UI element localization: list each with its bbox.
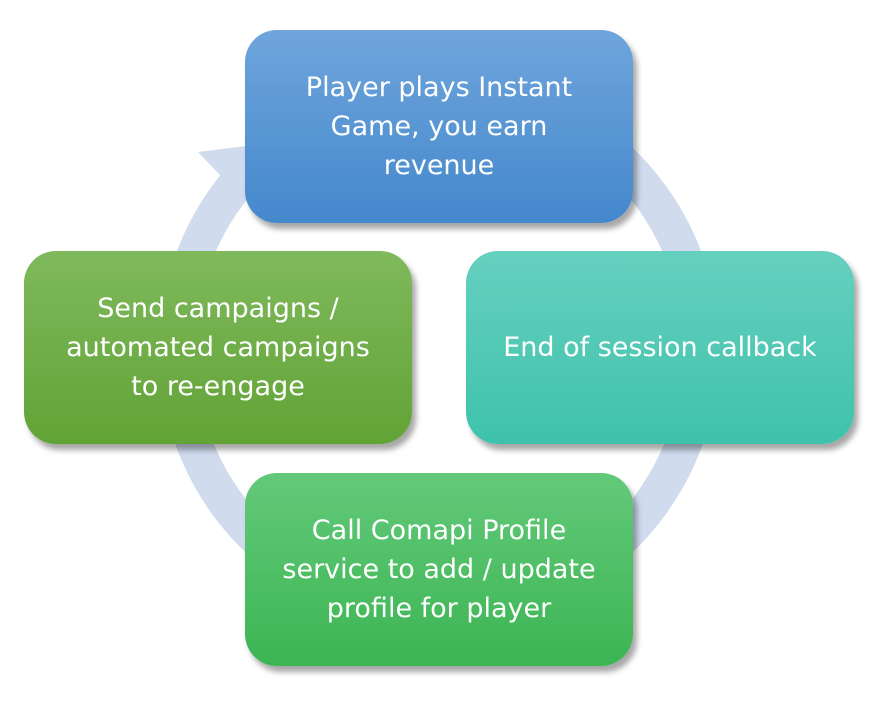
step-label: Player plays Instant Game, you earn reve… xyxy=(305,72,573,181)
arrowhead-icon xyxy=(198,146,246,196)
step-label: Call Comapi Profile service to add / upd… xyxy=(282,515,596,624)
step-call-profile-service: Call Comapi Profile service to add / upd… xyxy=(245,473,633,666)
step-end-session-callback: End of session callback xyxy=(466,251,854,444)
step-label: End of session callback xyxy=(503,332,817,363)
step-label: Send campaigns / automated campaigns to … xyxy=(66,293,370,402)
step-send-campaigns: Send campaigns / automated campaigns to … xyxy=(24,251,412,444)
step-play-game: Player plays Instant Game, you earn reve… xyxy=(245,30,633,223)
